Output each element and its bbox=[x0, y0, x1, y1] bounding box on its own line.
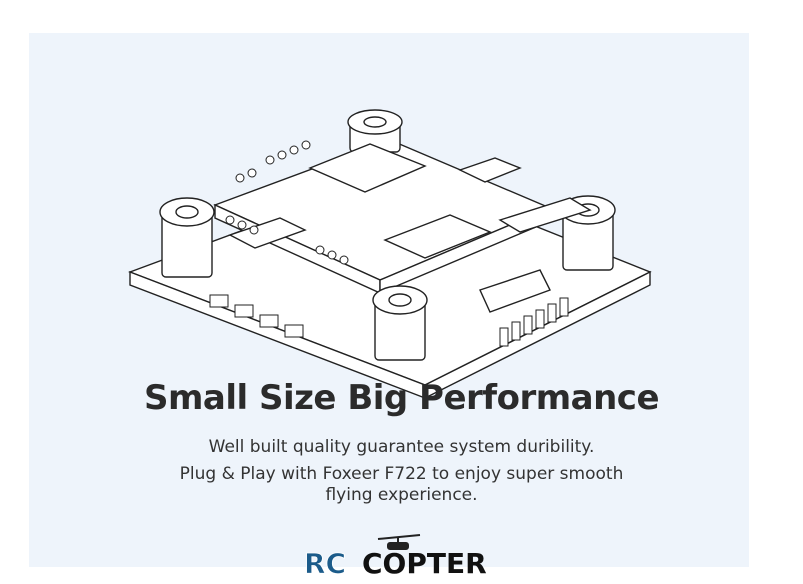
rc-copter-logo: RC COPTER bbox=[304, 534, 487, 579]
logo-copter: COPTER bbox=[362, 547, 487, 579]
flight-controller-illustration bbox=[128, 109, 652, 400]
helicopter-icon bbox=[377, 534, 421, 550]
description-line-1: Well built quality guarantee system duri… bbox=[208, 437, 595, 457]
headline: Small Size Big Performance bbox=[143, 378, 660, 418]
description-line-2: Plug & Play with Foxeer F722 to enjoy su… bbox=[179, 464, 624, 505]
logo-rc: RC bbox=[304, 547, 346, 579]
